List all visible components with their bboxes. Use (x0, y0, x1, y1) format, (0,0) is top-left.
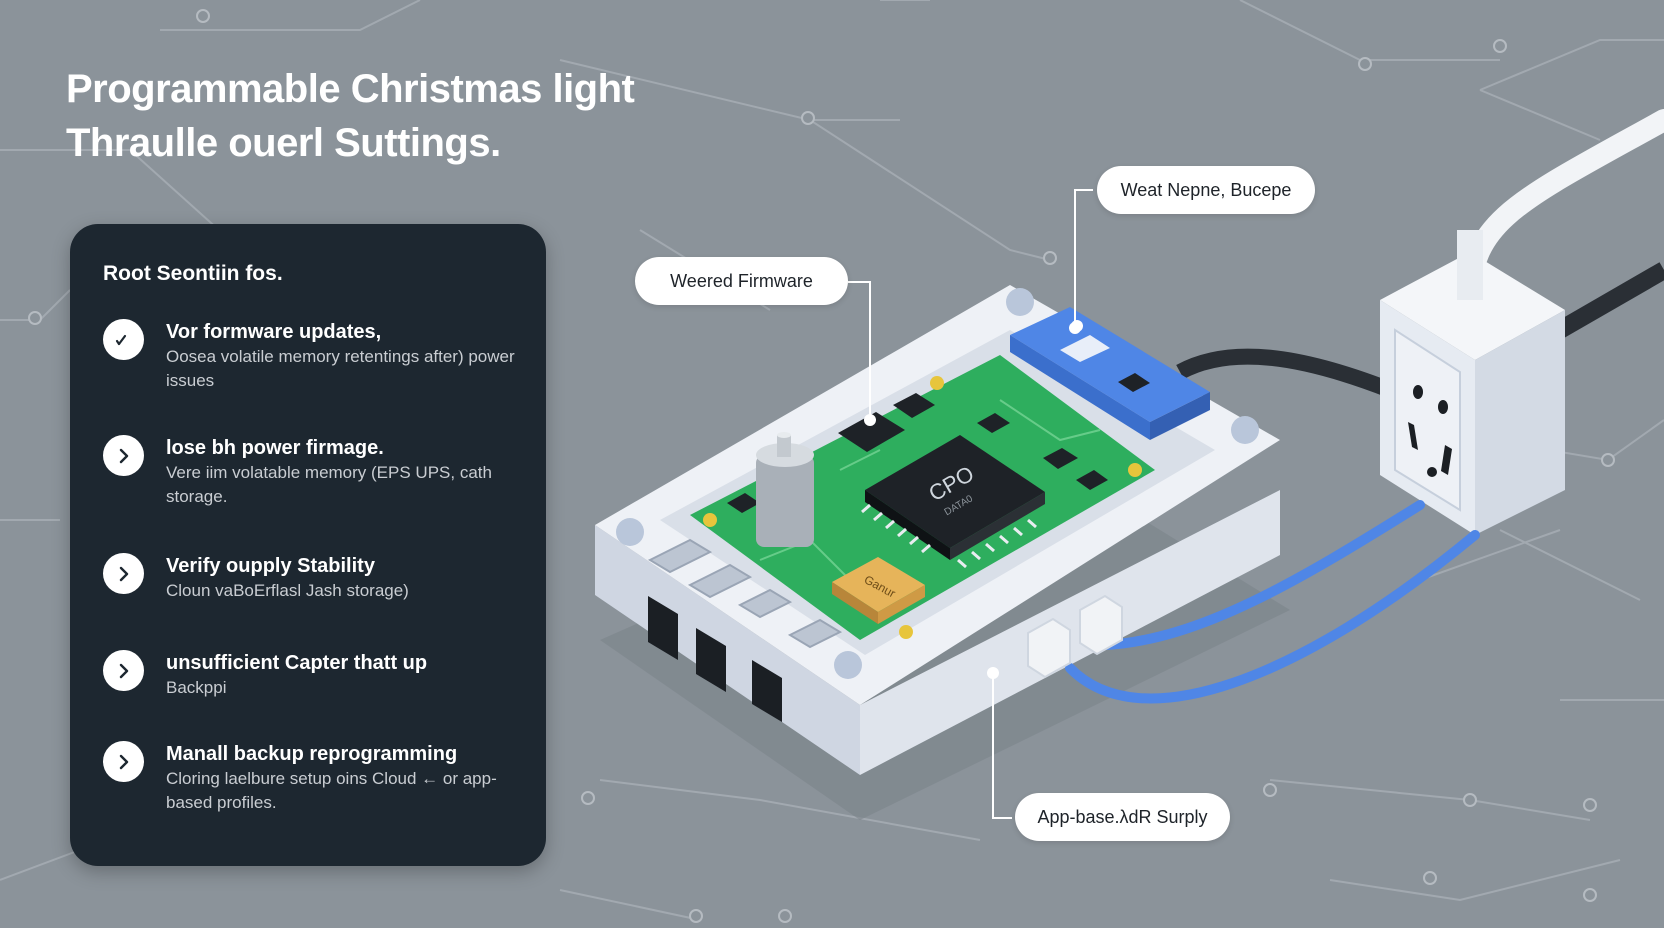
callout-dot-module (1069, 322, 1081, 334)
step-description: Oosea volatile memory retentings after) … (166, 347, 515, 390)
page-title: Programmable Christmas light Thraulle ou… (66, 62, 635, 170)
callout-dot-firmware (864, 414, 876, 426)
callout-supply: App-base.λdR Surply (1015, 793, 1230, 841)
vent-slots (647, 538, 843, 649)
chevron-right-icon (103, 650, 144, 691)
troubleshooting-panel: Root Seontiin fos. Vor formware updates,… (70, 224, 546, 866)
step-title: Verify oupply Stability (166, 555, 375, 577)
wall-outlet (1380, 230, 1565, 535)
step-title: Manall backup reprogramming (166, 743, 458, 765)
callout-top-right: Weat Nepne, Bucepe (1097, 166, 1315, 214)
check-icon (103, 319, 144, 360)
step-title: Vor formware updates, (166, 321, 382, 343)
memory-component: Ganur (832, 557, 925, 624)
step-description: Vere iim volatable memory (EPS UPS, cath… (166, 463, 492, 506)
chevron-right-icon (103, 435, 144, 476)
step-description: Cloun vaBoErflasl Jash storage) (166, 581, 409, 600)
panel-heading: Root Seontiin fos. (103, 262, 283, 285)
dark-cable (1176, 348, 1393, 398)
step-title: lose bh power firmage. (166, 437, 384, 459)
chevron-right-icon (103, 741, 144, 782)
cable-connectors (1027, 594, 1123, 679)
cpu-chip: CPO DATA0 (861, 435, 1045, 569)
ethernet-ports (648, 596, 782, 722)
blue-cable-1 (1100, 500, 1425, 650)
title-line-1: Programmable Christmas light (66, 67, 635, 111)
title-line-2: Thraulle ouerl Suttings. (66, 121, 501, 165)
chevron-right-icon (103, 553, 144, 594)
capacitor (756, 432, 814, 547)
step-description: Backppi (166, 678, 227, 697)
blue-cable-2 (1065, 530, 1480, 704)
callout-firmware: Weered Firmware (635, 257, 848, 305)
step-title: unsufficient Capter thatt up (166, 652, 428, 674)
callout-leaders (848, 189, 1093, 819)
small-chips (727, 393, 1108, 513)
wifi-module (1010, 307, 1210, 440)
dark-cable-right (1555, 262, 1664, 338)
step-description: Cloring laelbure setup oins Cloud ← or a… (166, 769, 497, 812)
callout-dot-supply (987, 667, 999, 679)
